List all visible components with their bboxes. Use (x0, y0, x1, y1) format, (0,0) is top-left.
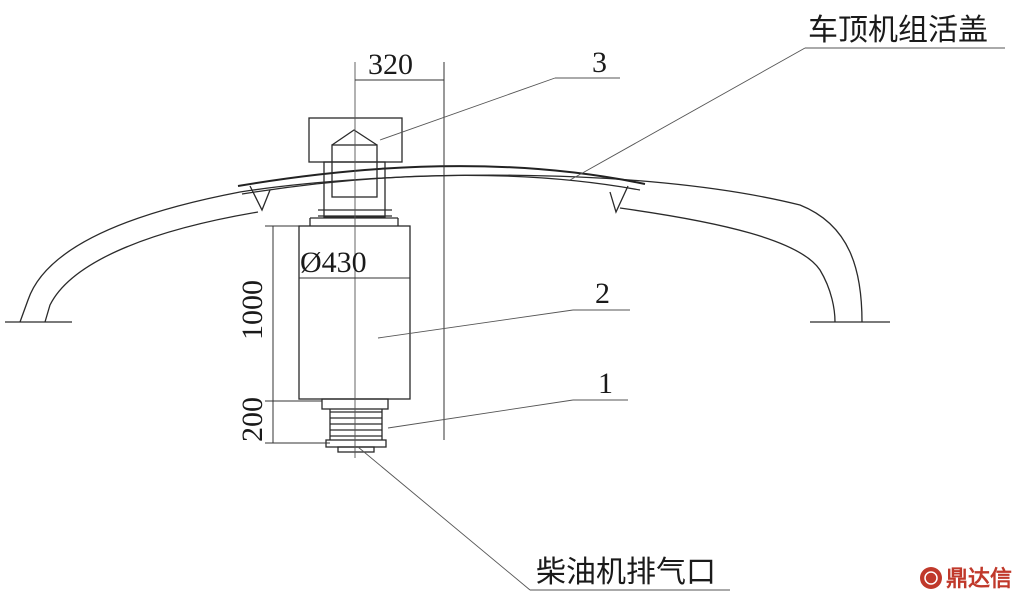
dim-200-label: 200 (236, 397, 269, 442)
roof-cover-plate (237, 165, 646, 187)
part3-stack (331, 144, 378, 198)
dim-430-label: Ø430 (300, 246, 367, 279)
label-exhaust-port: 柴油机排气口 (536, 555, 716, 590)
leader-roof-cover (569, 47, 806, 181)
roof-arch-inner (44, 207, 836, 323)
watermark-logo-icon (920, 567, 942, 589)
cover-hinge-right (609, 185, 629, 214)
label-part2: 2 (595, 277, 610, 310)
leader-part2 (377, 309, 574, 339)
part3-cap-box (308, 117, 403, 163)
leader-part1 (387, 399, 574, 429)
part3-cap-roof (331, 129, 378, 146)
roof-arch-outer (19, 174, 863, 323)
roof-cover-lower (241, 174, 641, 195)
label-part3: 3 (592, 46, 607, 79)
leader-exhaust (357, 446, 531, 591)
part1-bellows (329, 409, 383, 440)
label-part1: 1 (598, 367, 613, 400)
watermark: 鼎达信 (920, 566, 1012, 592)
label-roof-cover: 车顶机组活盖 (808, 13, 988, 48)
exhaust-pipe-stub (337, 446, 375, 453)
leader-part3 (379, 77, 556, 141)
part3-flange (323, 161, 386, 218)
part1-flange-bottom (325, 439, 387, 448)
watermark-text: 鼎达信 (946, 566, 1012, 592)
dim-1000-label: 1000 (236, 280, 269, 340)
dim-320-label: 320 (368, 48, 413, 81)
cover-hinge-left (249, 185, 271, 212)
